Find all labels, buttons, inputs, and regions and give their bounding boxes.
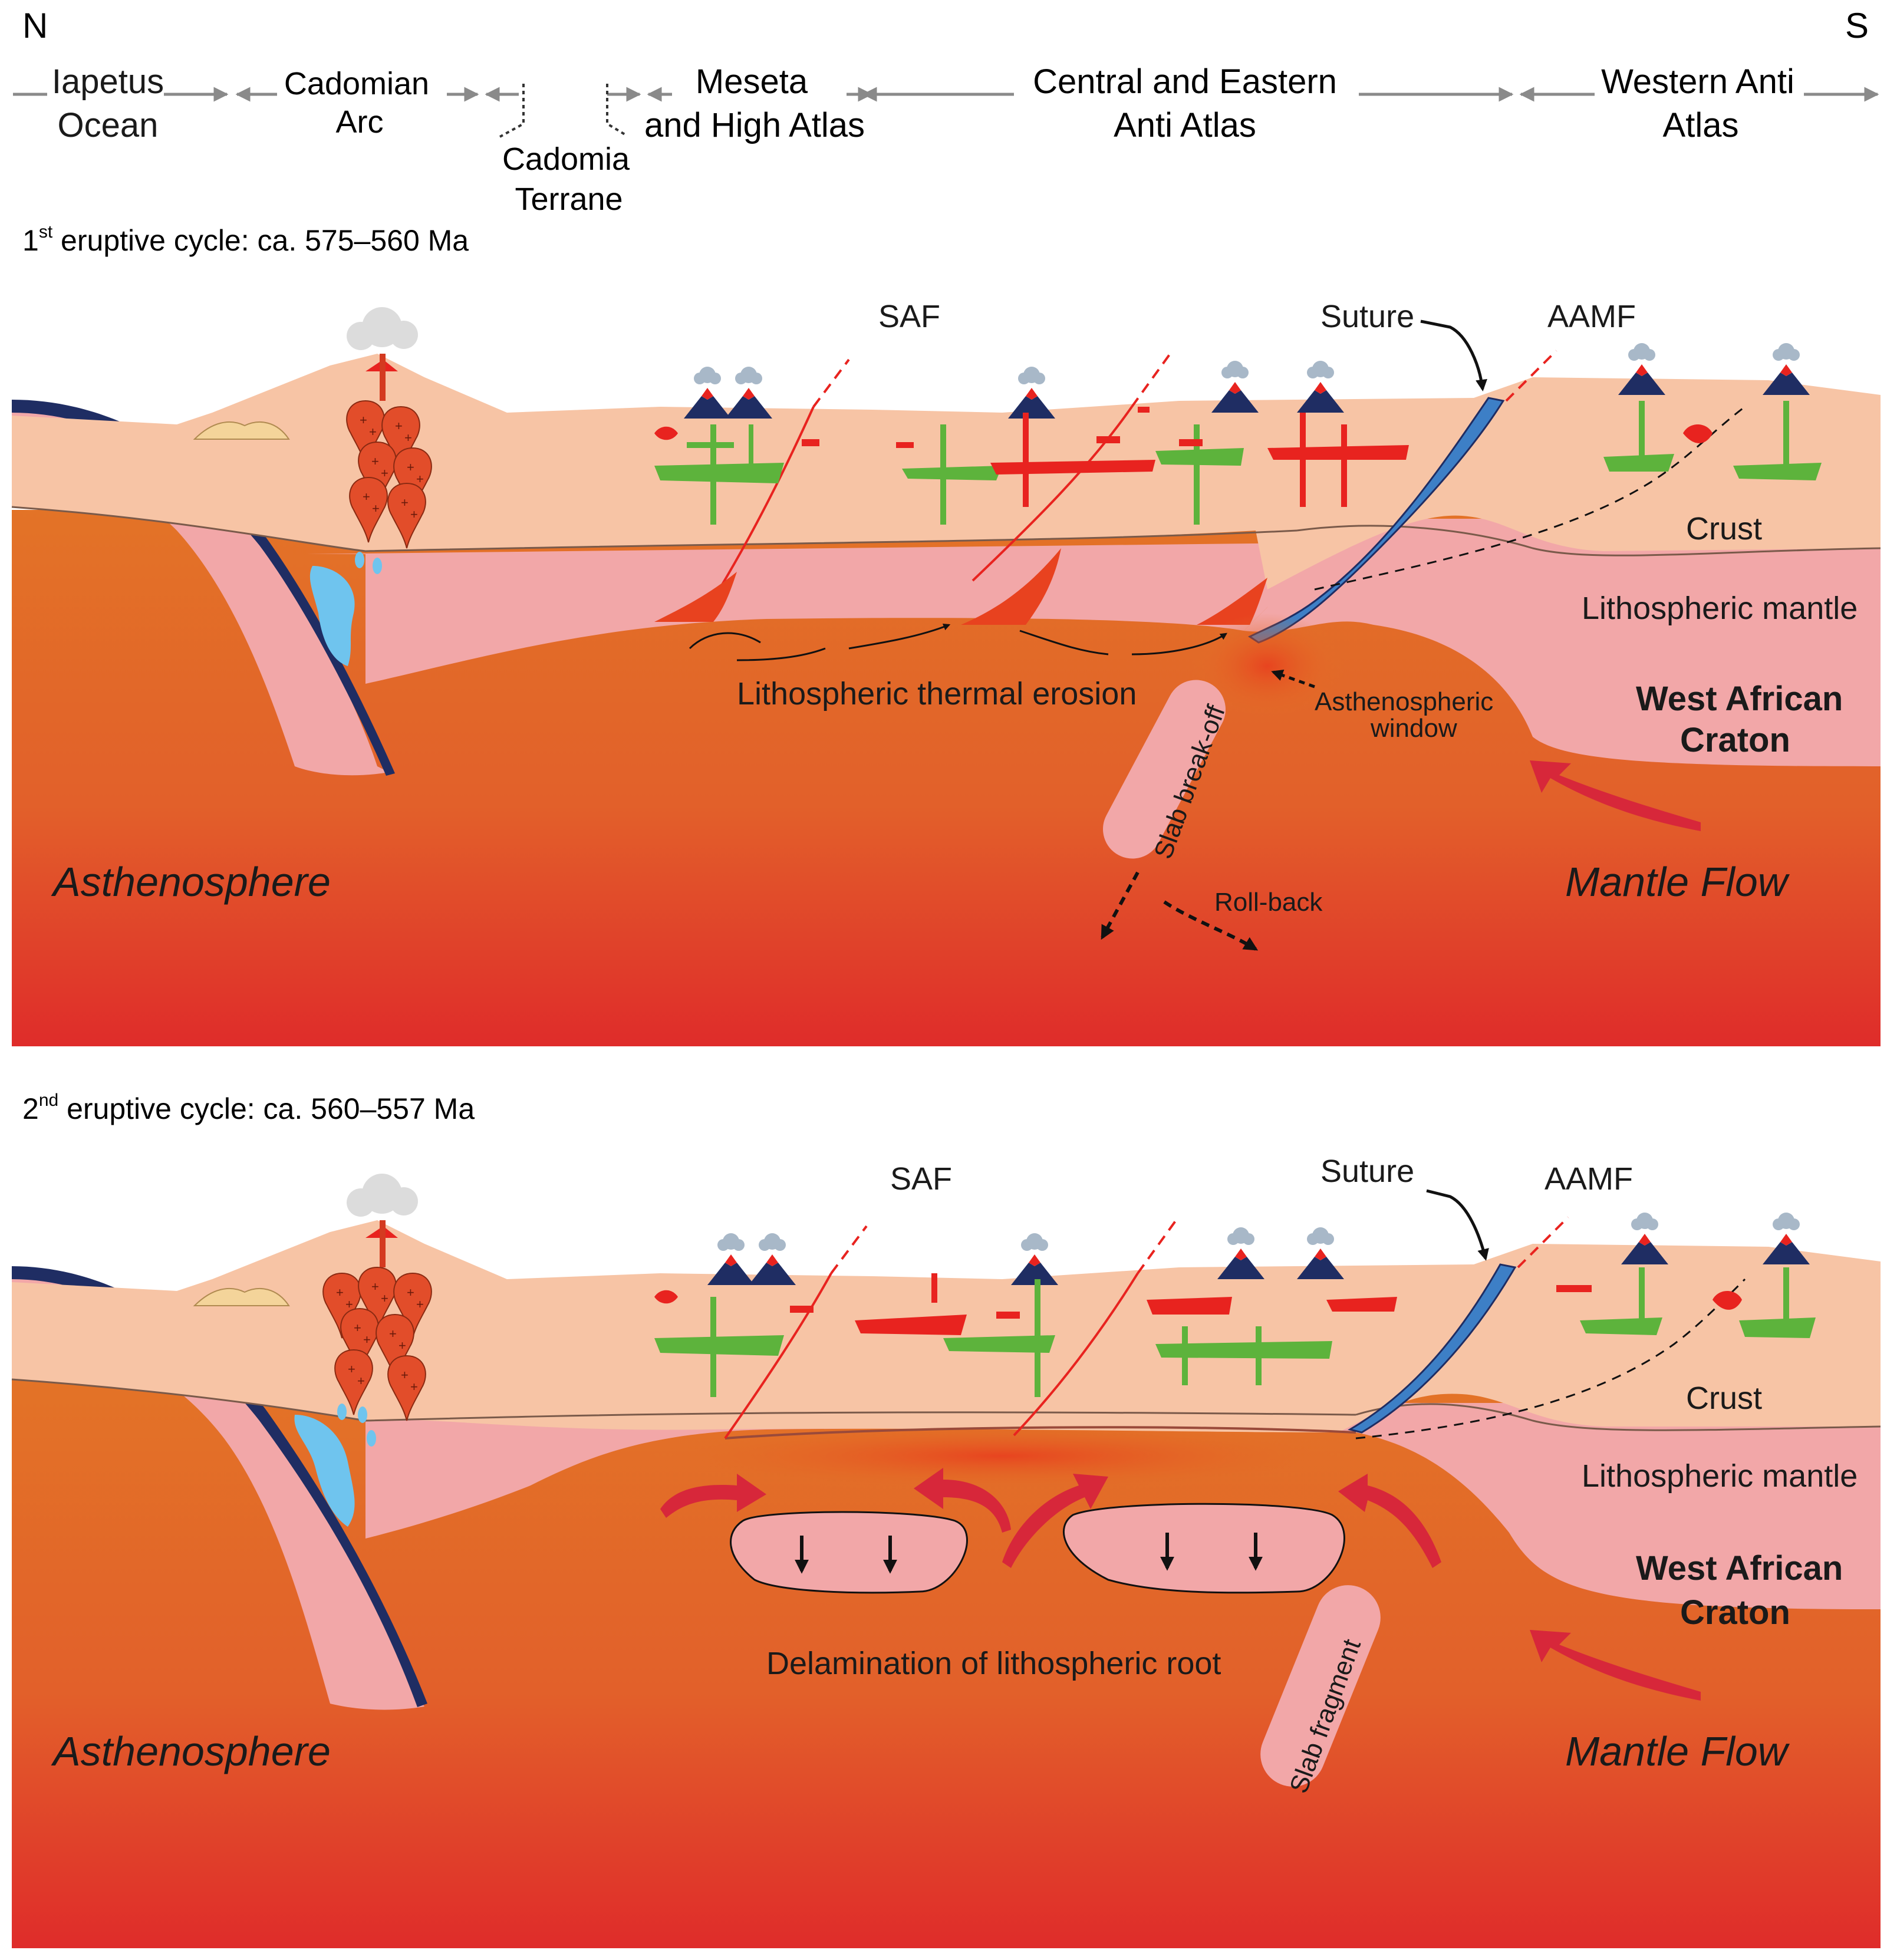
craton-label-2b: Craton xyxy=(1680,1593,1790,1632)
panel-2-title: 2nd eruptive cycle: ca. 560–557 Ma xyxy=(22,1091,475,1125)
suture-zone-2 xyxy=(1348,1263,1517,1434)
lith-mantle-label: Lithospheric mantle xyxy=(1582,591,1858,626)
upwelling-arrows xyxy=(660,1468,1441,1568)
svg-text:Cadomian: Cadomian xyxy=(284,66,429,101)
cadomia-brackets xyxy=(499,84,626,138)
slab-fluids xyxy=(309,566,355,666)
window-label-1: Asthenospheric xyxy=(1315,687,1493,716)
lith-mantle-label-2: Lithospheric mantle xyxy=(1582,1458,1858,1494)
window-label-2: window xyxy=(1370,714,1457,743)
suture-label: Suture xyxy=(1320,299,1414,334)
green-sills xyxy=(654,401,1822,525)
region-central-eastern-anti-atlas: Central and Eastern Anti Atlas xyxy=(1033,62,1337,144)
header: N S Iapetus Ocean Cadomian Arc xyxy=(13,6,1879,217)
process-label-2: Delamination of lithospheric root xyxy=(766,1646,1221,1681)
north-label: N xyxy=(22,6,48,45)
suture-pointer-2 xyxy=(1426,1189,1489,1261)
svg-text:Arc: Arc xyxy=(336,104,384,140)
svg-text:Meseta: Meseta xyxy=(696,62,808,101)
arc-volcano xyxy=(346,307,432,549)
saf-label: SAF xyxy=(878,299,940,334)
region-meseta: Meseta and High Atlas xyxy=(644,62,865,144)
panel-2: 2nd eruptive cycle: ca. 560–557 Ma xyxy=(11,1091,1881,1948)
suture-label-2: Suture xyxy=(1320,1154,1414,1189)
south-label: S xyxy=(1845,6,1869,45)
panel-1-title: 1st eruptive cycle: ca. 575–560 Ma xyxy=(22,222,469,257)
slab-fragment xyxy=(1260,1585,1381,1787)
process-label: Lithospheric thermal erosion xyxy=(737,676,1137,711)
craton-label-1b: West African xyxy=(1636,1549,1843,1587)
red-sills-2 xyxy=(654,1273,1742,1335)
svg-text:Western Anti: Western Anti xyxy=(1601,62,1794,101)
craton-lithosphere-2 xyxy=(1356,1403,1881,1609)
svg-text:Atlas: Atlas xyxy=(1663,106,1739,144)
delaminated-blocks xyxy=(730,1503,1345,1594)
asthenosphere-label-2: Asthenosphere xyxy=(51,1728,331,1774)
crust-label: Crust xyxy=(1686,511,1762,546)
craton-label-2: Craton xyxy=(1680,721,1790,759)
convection-arrows xyxy=(689,623,1227,661)
subducting-slab-pink-2 xyxy=(12,1273,424,1710)
region-cadomian-arc: Cadomian Arc xyxy=(284,66,429,140)
svg-text:Anti Atlas: Anti Atlas xyxy=(1114,106,1256,144)
faults-2 xyxy=(724,1216,1569,1439)
craton-lithosphere xyxy=(1244,519,1881,766)
slab-break-off xyxy=(1101,669,1315,951)
slab-fluids-2 xyxy=(294,1415,355,1527)
lithospheric-mantle-north-2 xyxy=(307,1409,1356,1539)
saf-label-2: SAF xyxy=(890,1161,952,1197)
svg-text:and High Atlas: and High Atlas xyxy=(644,106,865,144)
red-sills xyxy=(654,407,1713,507)
rollback-label: Roll-back xyxy=(1214,888,1323,917)
region-iapetus: Iapetus Ocean xyxy=(52,62,164,144)
asthenosphere-label: Asthenosphere xyxy=(51,859,331,905)
svg-text:Ocean: Ocean xyxy=(58,106,159,144)
region-cadomia-terrane: Cadomia Terrane xyxy=(502,141,630,217)
mantle-flow-arrow xyxy=(1530,760,1701,831)
mantle-flow-arrow-2 xyxy=(1530,1630,1701,1701)
region-western-anti-atlas: Western Anti Atlas xyxy=(1601,62,1794,144)
lithospheric-mantle-north xyxy=(307,542,1356,684)
thermal-erosion-zones xyxy=(654,548,1267,625)
sediment-wedge xyxy=(193,421,290,440)
mantle-flow-label: Mantle Flow xyxy=(1565,859,1790,905)
craton-boundary-dashed-2 xyxy=(1355,1278,1746,1439)
suture-pointer xyxy=(1420,319,1487,391)
faults xyxy=(718,350,1557,591)
sediment-wedge-2 xyxy=(193,1288,290,1306)
svg-text:Central and Eastern: Central and Eastern xyxy=(1033,62,1337,101)
aamf-label-2: AAMF xyxy=(1544,1161,1633,1197)
svg-text:Terrane: Terrane xyxy=(515,182,623,217)
svg-text:Iapetus: Iapetus xyxy=(52,62,164,101)
svg-text:Cadomia: Cadomia xyxy=(502,141,630,177)
aamf-label: AAMF xyxy=(1547,299,1636,334)
panel-1: 1st eruptive cycle: ca. 575–560 Ma xyxy=(11,222,1881,1046)
craton-label-1: West African xyxy=(1636,680,1843,718)
mantle-flow-label-2: Mantle Flow xyxy=(1565,1728,1790,1774)
subducting-slab-pink xyxy=(12,407,389,776)
crust-label-2: Crust xyxy=(1686,1381,1762,1416)
green-sills-2 xyxy=(654,1267,1816,1397)
arc-volcano-2 xyxy=(322,1174,432,1421)
